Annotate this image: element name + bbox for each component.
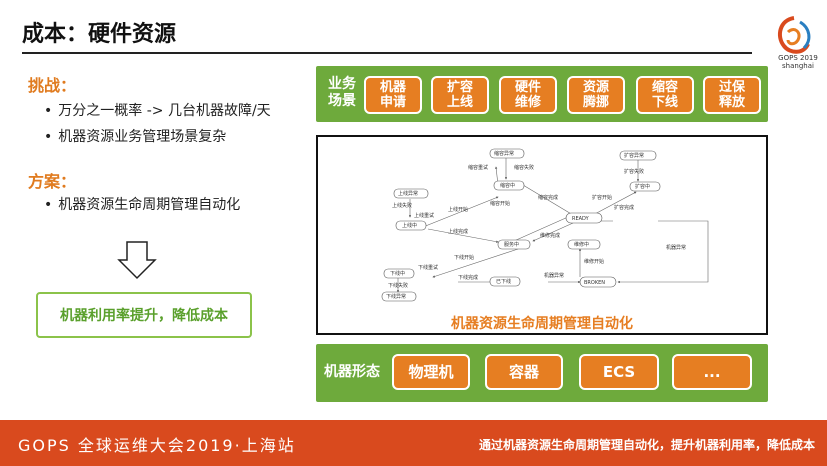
edge-label: 下线开始 [454,254,474,261]
logo-city: shanghai [782,62,814,70]
gops-logo-icon [777,16,811,54]
forms-label: 机器形态 [324,364,380,380]
title-divider [22,52,752,54]
edge-label: 缩容开始 [490,200,510,207]
chip-line1: 扩容 [446,80,473,95]
node-label: 下线异常 [386,293,406,300]
node-label: 扩容中 [635,183,650,190]
chip-line2: 维修 [514,95,541,110]
chip-text: 缩容下线 [652,80,678,110]
edge-label: 扩容完成 [614,204,634,211]
form-chip: 物理机 [392,354,470,390]
chip-line1: 机器 [379,80,406,95]
edge-label: 下线完成 [458,274,478,281]
node-label: 维修中 [574,241,589,248]
edge-label: 下线重试 [418,264,438,271]
chip-text: 资源腾挪 [583,80,609,110]
node-label: 上线异常 [398,190,418,197]
edge-label: 下线失败 [388,282,408,289]
scenario-chip: 资源腾挪 [567,76,625,114]
chip-text: 过保释放 [719,80,745,110]
scenario-label: 业务 场景 [328,76,356,110]
logo-text: GOPS 2019 shanghai [776,54,820,70]
scenario-label-line1: 业务 [328,76,356,92]
node-label: READY [572,216,590,222]
scenario-chip: 扩容上线 [431,76,489,114]
edge-label: 维修开始 [584,258,604,265]
node-label: 扩容异常 [624,152,644,159]
form-chip: ... [672,354,752,390]
state-machine-graph: 缩容异常 缩容中 上线异常 上线中 READY 扩容异常 扩容中 服务中 维修中… [381,148,709,302]
lifecycle-diagram: 缩容异常 缩容中 上线异常 上线中 READY 扩容异常 扩容中 服务中 维修中… [316,135,768,335]
footer-bar: GOPS 全球运维大会2019·上海站 通过机器资源生命周期管理自动化，提升机器… [0,420,827,466]
challenge-bullet-2: 机器资源业务管理场景复杂 [44,126,226,146]
edge-labels: 缩容重试 缩容失败 缩容完成 缩容开始 上线失败 上线重试 上线开始 上线完成 … [388,164,686,289]
chip-line1: 过保 [718,80,745,95]
footer-summary: 通过机器资源生命周期管理自动化，提升机器利用率，降低成本 [478,438,815,452]
edge-label: 上线开始 [448,206,468,213]
node-label: 缩容异常 [494,150,514,157]
edge-label: 机器异常 [544,272,564,279]
form-chip: ECS [579,354,659,390]
challenge-heading: 挑战： [28,76,77,95]
edge-label: 上线失败 [392,202,412,209]
diagram-edges [396,157,709,293]
diagram-caption: 机器资源生命周期管理自动化 [451,316,633,332]
page-title: 成本：硬件资源 [22,22,177,47]
scenario-chip: 缩容下线 [636,76,694,114]
chip-line2: 释放 [718,95,745,110]
chip-text: 扩容上线 [447,80,473,110]
chip-line2: 腾挪 [582,95,609,110]
node-label: 已下线 [496,278,511,285]
solution-bullet-1: 机器资源生命周期管理自动化 [44,194,240,214]
edge-label: 扩容失败 [624,168,644,175]
logo-title: GOPS 2019 [778,54,818,62]
edge-label: 缩容完成 [538,194,558,201]
node-label: BROKEN [584,280,605,286]
scenario-chip: 机器申请 [364,76,422,114]
node-label: 下线中 [390,270,405,277]
challenge-bullet-1: 万分之一概率 -> 几台机器故障/天 [44,100,270,120]
edge-label: 缩容重试 [468,164,488,171]
form-chip: 容器 [485,354,563,390]
chip-line1: 缩容 [651,80,678,95]
node-label: 服务中 [504,241,519,248]
chip-line2: 上线 [446,95,473,110]
chip-text: 硬件维修 [515,80,541,110]
edge-label: 维修完成 [540,232,560,239]
edge-label: 机器异常 [666,244,686,251]
chip-line1: 硬件 [514,80,541,95]
edge-label: 上线重试 [414,212,434,219]
chip-text: 机器申请 [380,80,406,110]
scenario-label-line2: 场景 [328,93,356,109]
result-box: 机器利用率提升，降低成本 [36,292,252,338]
edge-label: 扩容开始 [592,194,612,201]
diagram-nodes: 缩容异常 缩容中 上线异常 上线中 READY 扩容异常 扩容中 服务中 维修中… [381,148,661,302]
footer-conference: GOPS 全球运维大会2019·上海站 [18,436,296,455]
chip-line1: 资源 [582,80,609,95]
edge-label: 上线完成 [448,228,468,235]
solution-heading: 方案： [28,172,77,191]
node-label: 上线中 [402,222,417,229]
scenario-chip: 硬件维修 [499,76,557,114]
down-arrow-icon [117,241,157,280]
scenario-chip: 过保释放 [703,76,761,114]
edge-label: 缩容失败 [514,164,534,171]
node-label: 缩容中 [500,182,515,189]
chip-line2: 申请 [379,95,406,110]
chip-line2: 下线 [651,95,678,110]
